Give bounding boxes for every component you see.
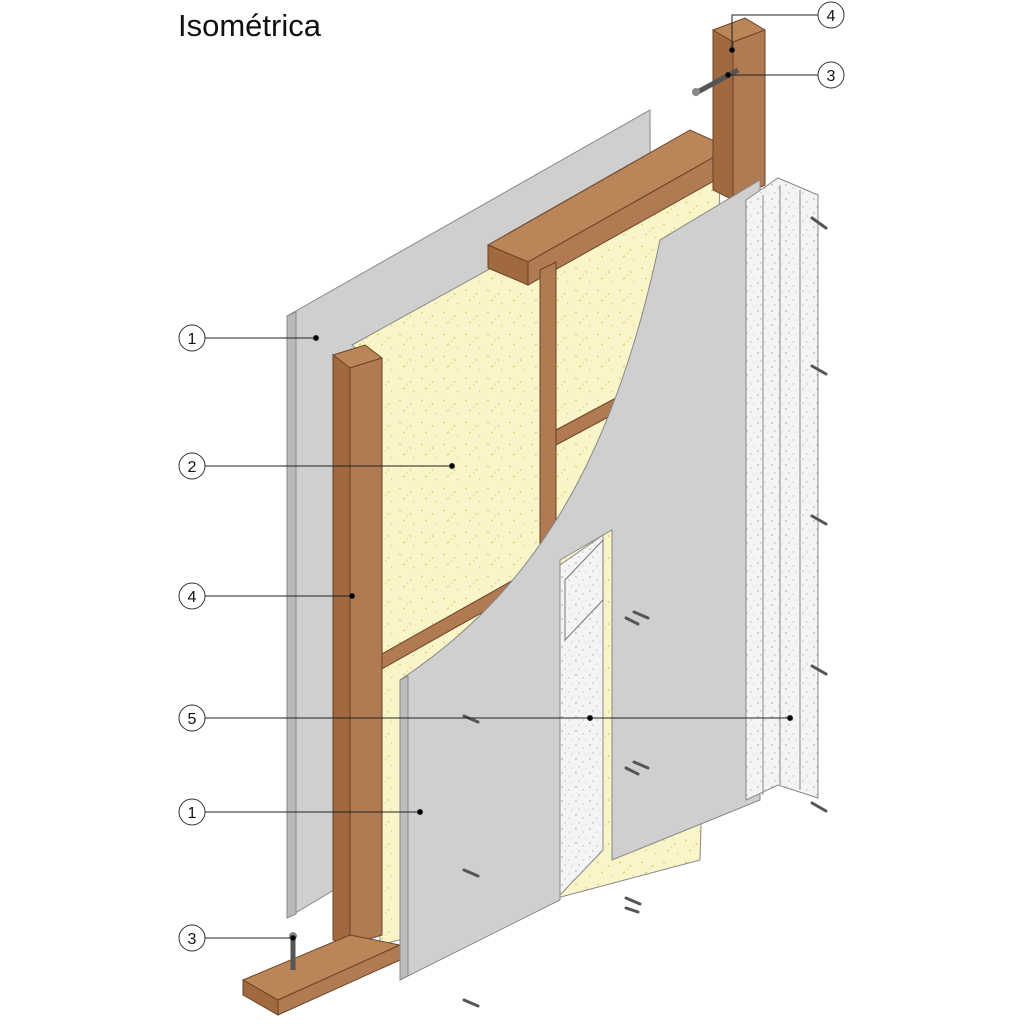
callout-4-top: 4 — [817, 1, 845, 29]
svg-text:3: 3 — [188, 931, 197, 948]
svg-text:3: 3 — [827, 68, 836, 85]
callout-leaders — [205, 14, 818, 941]
joint-compound-finish — [559, 177, 819, 897]
screws — [462, 216, 828, 1008]
callout-5: 5 — [178, 704, 206, 732]
callout-3-top: 3 — [817, 61, 845, 89]
callout-1-bottom: 1 — [178, 798, 206, 826]
front-gypsum-board — [399, 179, 761, 981]
callout-4-left: 4 — [178, 582, 206, 610]
wood-post-top — [711, 17, 767, 201]
bottom-plate — [241, 934, 402, 1016]
wood-stud — [331, 344, 384, 946]
svg-text:4: 4 — [188, 589, 197, 606]
svg-text:1: 1 — [188, 331, 197, 348]
svg-text:1: 1 — [188, 805, 197, 822]
callout-2: 2 — [178, 452, 206, 480]
svg-text:4: 4 — [827, 8, 836, 25]
svg-text:5: 5 — [188, 711, 197, 728]
drawing-title: Isométrica — [178, 8, 321, 43]
svg-text:2: 2 — [188, 459, 197, 476]
callout-3-bottom: 3 — [178, 924, 206, 952]
callout-1-top: 1 — [178, 324, 206, 352]
